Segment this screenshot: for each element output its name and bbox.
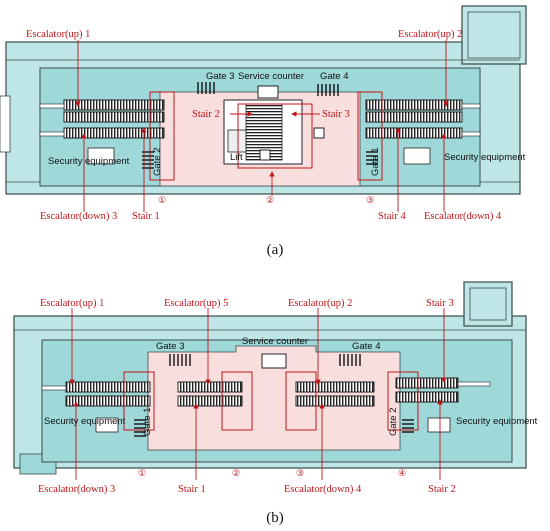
caption-b: (b) xyxy=(266,510,284,526)
label-service-counter: Service counter xyxy=(238,71,304,82)
zone-marker-2: ② xyxy=(232,468,240,478)
label-security-equipment-right: Security equipment xyxy=(456,416,538,427)
label-security-equipment-right: Security equipment xyxy=(444,152,526,163)
label-gate-4: Gate 4 xyxy=(320,71,349,82)
label-escalator-up-2: Escalator(up) 2 xyxy=(288,298,352,309)
fare-gates-a xyxy=(142,82,378,169)
zone-marker-3: ③ xyxy=(296,468,304,478)
escalator-bank-left xyxy=(39,99,165,165)
leader-lines-b xyxy=(69,308,447,480)
label-escalator-down-4: Escalator(down) 4 xyxy=(424,211,502,222)
service-counter-box xyxy=(261,353,287,369)
study-zones-b xyxy=(123,371,419,431)
label-gate-1: Gate 1 xyxy=(370,147,381,176)
label-stair-2: Stair 2 xyxy=(192,109,220,120)
caption-a: (a) xyxy=(266,242,284,258)
escalator-bank-right xyxy=(365,99,481,165)
leader-lines-a xyxy=(75,40,449,212)
label-stair-1: Stair 1 xyxy=(178,484,206,495)
zone-marker-2: ② xyxy=(266,195,274,205)
label-escalator-down-3: Escalator(down) 3 xyxy=(40,211,117,222)
label-stair-2: Stair 2 xyxy=(428,484,456,495)
label-stair-4: Stair 4 xyxy=(378,211,406,222)
label-stair-1: Stair 1 xyxy=(132,211,160,222)
label-stair-3: Stair 3 xyxy=(322,109,350,120)
label-security-equipment-left: Security equipment xyxy=(44,416,126,427)
zone-marker-3: ③ xyxy=(366,195,374,205)
escalators-b xyxy=(41,377,491,433)
label-gate-3: Gate 3 xyxy=(206,71,235,82)
label-escalator-down-3: Escalator(down) 3 xyxy=(38,484,115,495)
study-zones-a xyxy=(149,91,383,181)
zone-marker-1: ① xyxy=(158,195,166,205)
zone-marker-4: ④ xyxy=(398,468,406,478)
label-gate-2: Gate 2 xyxy=(152,147,163,176)
floor-plan-a: Escalator(up) 1 Escalator(up) 2 Gate 3 S… xyxy=(0,5,527,222)
label-escalator-down-4: Escalator(down) 4 xyxy=(284,484,362,495)
label-gate-4: Gate 4 xyxy=(352,341,381,352)
label-gate-1: Gate 1 xyxy=(142,407,153,436)
label-service-counter: Service counter xyxy=(242,336,308,347)
label-escalator-up-1: Escalator(up) 1 xyxy=(26,29,90,40)
label-escalator-up-5: Escalator(up) 5 xyxy=(164,298,228,309)
paid-area-b xyxy=(147,345,401,451)
label-stair-3: Stair 3 xyxy=(426,298,454,309)
zone-marker-1: ① xyxy=(138,468,146,478)
label-gate-3: Gate 3 xyxy=(156,341,185,352)
label-escalator-up-2: Escalator(up) 2 xyxy=(398,29,462,40)
label-lift: Lift xyxy=(230,152,243,163)
label-security-equipment-left: Security equipment xyxy=(48,156,130,167)
floor-plan-b: Escalator(up) 1 Escalator(up) 5 Escalato… xyxy=(13,281,538,495)
label-escalator-up-1: Escalator(up) 1 xyxy=(40,298,104,309)
fare-gates-b xyxy=(134,354,414,437)
label-gate-2: Gate 2 xyxy=(388,407,399,436)
